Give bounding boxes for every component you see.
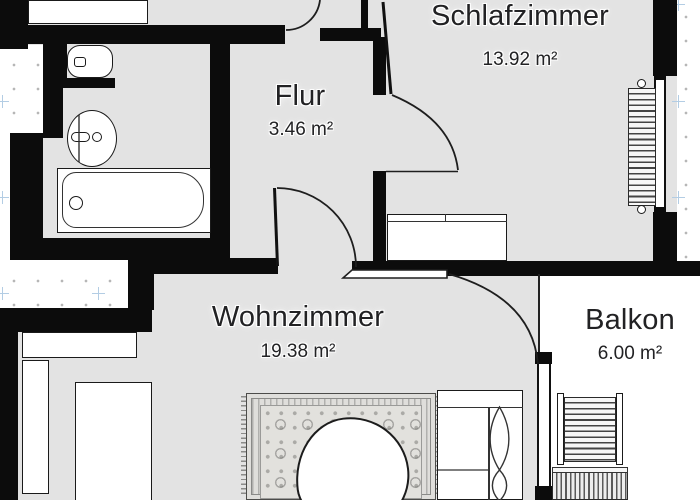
entrance-door-arc bbox=[285, 0, 321, 31]
rug-fringe bbox=[241, 396, 246, 497]
wall-segment bbox=[10, 133, 43, 258]
wall-segment bbox=[352, 261, 700, 276]
exterior-ground bbox=[0, 135, 10, 258]
exterior-ground bbox=[677, 0, 700, 262]
bathtub-basin bbox=[62, 172, 204, 228]
window-cap bbox=[654, 207, 666, 212]
hall-door-arc bbox=[276, 187, 357, 268]
wardrobe bbox=[28, 0, 148, 24]
wall-segment bbox=[320, 28, 381, 41]
wall-segment bbox=[0, 308, 18, 500]
radiator-valve bbox=[637, 79, 646, 88]
bed-divider bbox=[488, 408, 490, 500]
bed-headboard bbox=[437, 390, 523, 408]
sideboard-divider bbox=[445, 214, 447, 222]
room-label-wohnzimmer: Wohnzimmer bbox=[211, 301, 385, 333]
wall-segment bbox=[373, 171, 386, 267]
toilet-tank bbox=[74, 57, 86, 67]
room-label-balkon: Balkon bbox=[585, 304, 675, 336]
bathtub-drain bbox=[69, 196, 83, 210]
cabinet bbox=[22, 360, 49, 494]
wall-segment bbox=[0, 308, 152, 332]
room-area-schlafzimmer: 13.92 m² bbox=[482, 49, 558, 70]
room-area-balkon: 6.00 m² bbox=[597, 343, 663, 364]
sideboard-rail bbox=[387, 214, 507, 222]
wall-segment bbox=[128, 258, 154, 310]
room-label-schlafzimmer: Schlafzimmer bbox=[430, 0, 610, 32]
room-area-flur: 3.46 m² bbox=[268, 119, 334, 140]
balcony-door-post bbox=[535, 486, 552, 500]
balcony-chair-armrest bbox=[557, 393, 564, 465]
wall-segment bbox=[361, 0, 368, 28]
room-label-flur: Flur bbox=[274, 80, 326, 112]
faucet-knob bbox=[92, 132, 102, 142]
wall-segment bbox=[43, 88, 63, 138]
balcony-table-edge bbox=[552, 467, 628, 473]
sofa bbox=[75, 382, 152, 500]
wall-segment bbox=[10, 238, 230, 260]
balcony-door-arc bbox=[448, 273, 539, 365]
wall-segment bbox=[210, 38, 230, 260]
bedroom-door-arc bbox=[391, 94, 459, 171]
room-area-wohnzimmer: 19.38 m² bbox=[260, 341, 336, 362]
exterior-ground bbox=[0, 45, 43, 135]
lowboard bbox=[22, 332, 137, 358]
balcony-chair-armrest bbox=[616, 393, 623, 465]
balcony-door bbox=[537, 352, 551, 500]
wall-segment bbox=[63, 78, 115, 88]
balcony-chair bbox=[564, 397, 616, 462]
wall-segment bbox=[653, 0, 677, 76]
balcony-door-post bbox=[535, 352, 552, 364]
wall-segment bbox=[152, 258, 278, 274]
radiator bbox=[628, 88, 656, 206]
exterior-ground bbox=[0, 258, 128, 308]
room-boundary-line bbox=[538, 274, 540, 354]
radiator-valve bbox=[637, 205, 646, 214]
wall-segment bbox=[0, 25, 285, 44]
window-cap bbox=[654, 75, 666, 80]
hall-door-leaf bbox=[273, 187, 279, 267]
wall-segment bbox=[373, 37, 386, 95]
faucet bbox=[71, 132, 90, 142]
wall-segment bbox=[653, 212, 677, 263]
